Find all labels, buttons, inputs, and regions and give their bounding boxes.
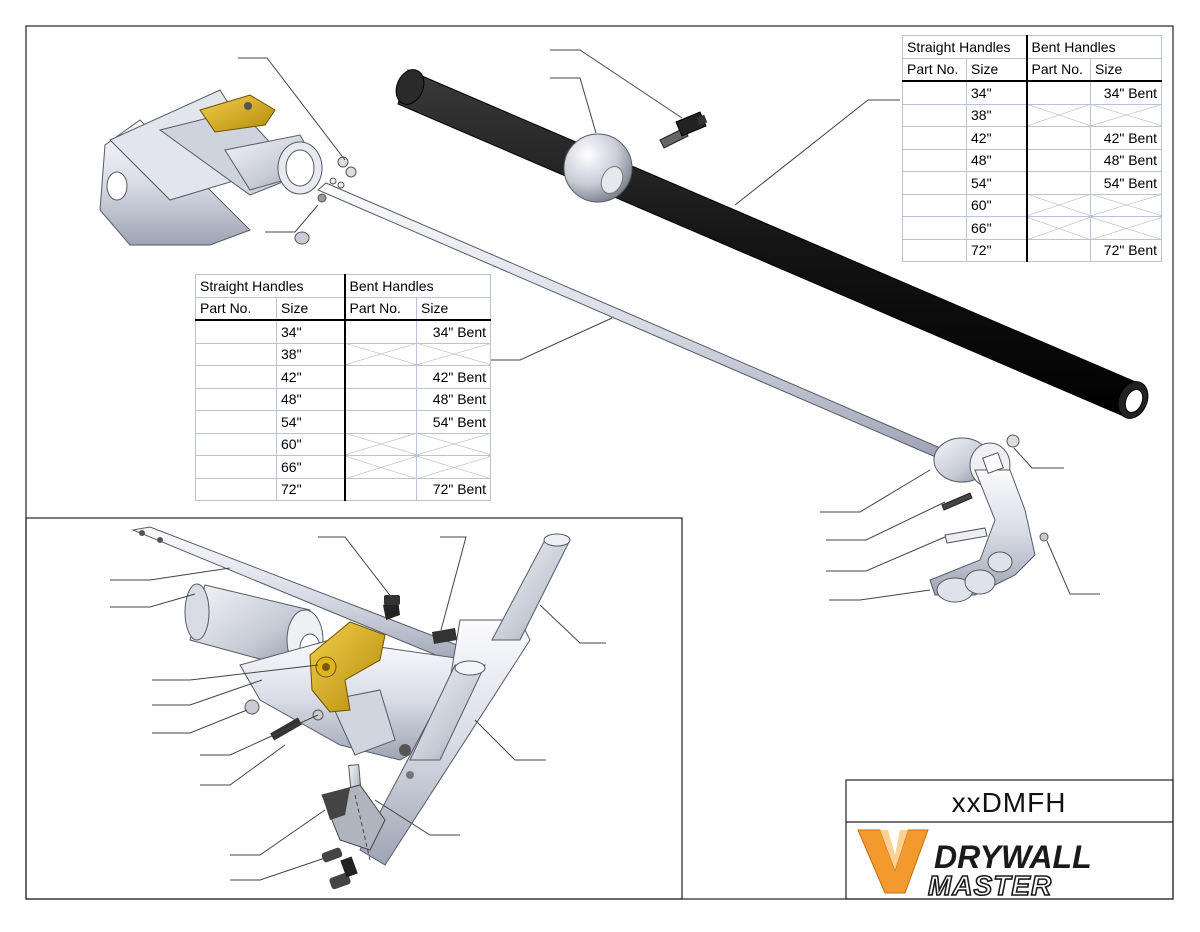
table-row: 60" [195,432,492,456]
size-cell: 54" [965,171,1028,195]
table-row: 42" 42" Bent [195,365,492,389]
detail-leader-lines [110,536,606,881]
size-cell: 60" [965,193,1028,217]
size-cell: 38" [965,103,1028,127]
bent-size-cell: 48" Bent [1090,148,1163,172]
table-row: 54" 54" Bent [902,171,1163,195]
table-row: 72" 72" Bent [195,477,492,501]
table-row: 38" [902,103,1163,127]
table-row: 72" 72" Bent [902,238,1163,262]
table-row: 66" [195,455,492,479]
bent-size-cell: 54" Bent [416,410,492,434]
grip-assembly [929,434,1049,603]
subheader-size: Size [965,57,1028,82]
table-row: 66" [902,216,1163,240]
size-cell: 66" [965,216,1028,240]
bent-size-cell: 72" Bent [1090,238,1163,262]
table-row: 34" 34" Bent [902,80,1163,105]
size-cell: 54" [275,410,346,434]
logo-line1: DRYWALL [934,839,1092,875]
table-row: 54" 54" Bent [195,410,492,434]
header-straight-handles: Straight Handles [194,274,346,298]
subheader-size: Size [416,296,492,321]
size-cell: 66" [275,455,346,479]
model-code: xxDMFH [951,787,1067,818]
thumb-screw [659,111,708,149]
detail-roller-plate [359,619,531,866]
subheader-size: Size [275,296,346,321]
size-cell: 34" [965,80,1028,105]
table-row: 42" 42" Bent [902,126,1163,150]
subheader-part-no: Part No. [195,296,277,321]
size-cell: 72" [275,477,346,501]
bent-size-cell: 42" Bent [1090,126,1163,150]
parts-table-top: Straight Handles Bent Handles Part No. S… [901,35,1163,262]
bent-size-cell: 42" Bent [416,365,492,389]
size-cell: 38" [275,342,346,366]
detail-view-border [25,517,683,900]
size-cell: 60" [275,432,346,456]
bent-size-cell: 72" Bent [416,477,492,501]
header-straight-handles: Straight Handles [901,35,1028,59]
subheader-part-no: Part No. [902,57,967,82]
drywall-master-logo: DRYWALL MASTER [857,829,1092,902]
table-row: 60" [902,193,1163,217]
bent-size-cell: 54" Bent [1090,171,1163,195]
subheader-part-no: Part No. [1025,57,1092,82]
top-leader-lines [238,49,1100,601]
header-bent-handles: Bent Handles [343,274,492,298]
handle-ball [563,133,633,203]
size-cell: 48" [965,148,1028,172]
size-cell: 34" [275,319,346,344]
header-bent-handles: Bent Handles [1025,35,1163,59]
size-cell: 42" [275,365,346,389]
table-row: 38" [195,342,492,366]
size-cell: 48" [275,387,346,411]
size-cell: 72" [965,238,1028,262]
size-cell: 42" [965,126,1028,150]
table-row: 48" 48" Bent [195,387,492,411]
detail-pin [491,533,571,641]
subheader-size: Size [1090,57,1163,82]
bent-size-cell: 48" Bent [416,387,492,411]
detail-small-parts [244,595,457,890]
table-row: 34" 34" Bent [195,319,492,344]
bent-size-cell: 34" Bent [416,319,492,344]
subheader-part-no: Part No. [343,296,418,321]
title-block-border [845,779,1174,900]
parts-table-mid: Straight Handles Bent Handles Part No. S… [194,274,492,501]
bent-size-cell: 34" Bent [1090,80,1163,105]
logo-line2: MASTER [928,870,1052,901]
table-row: 48" 48" Bent [902,148,1163,172]
head-assembly [99,89,357,246]
detail-brass-latch [309,621,386,713]
